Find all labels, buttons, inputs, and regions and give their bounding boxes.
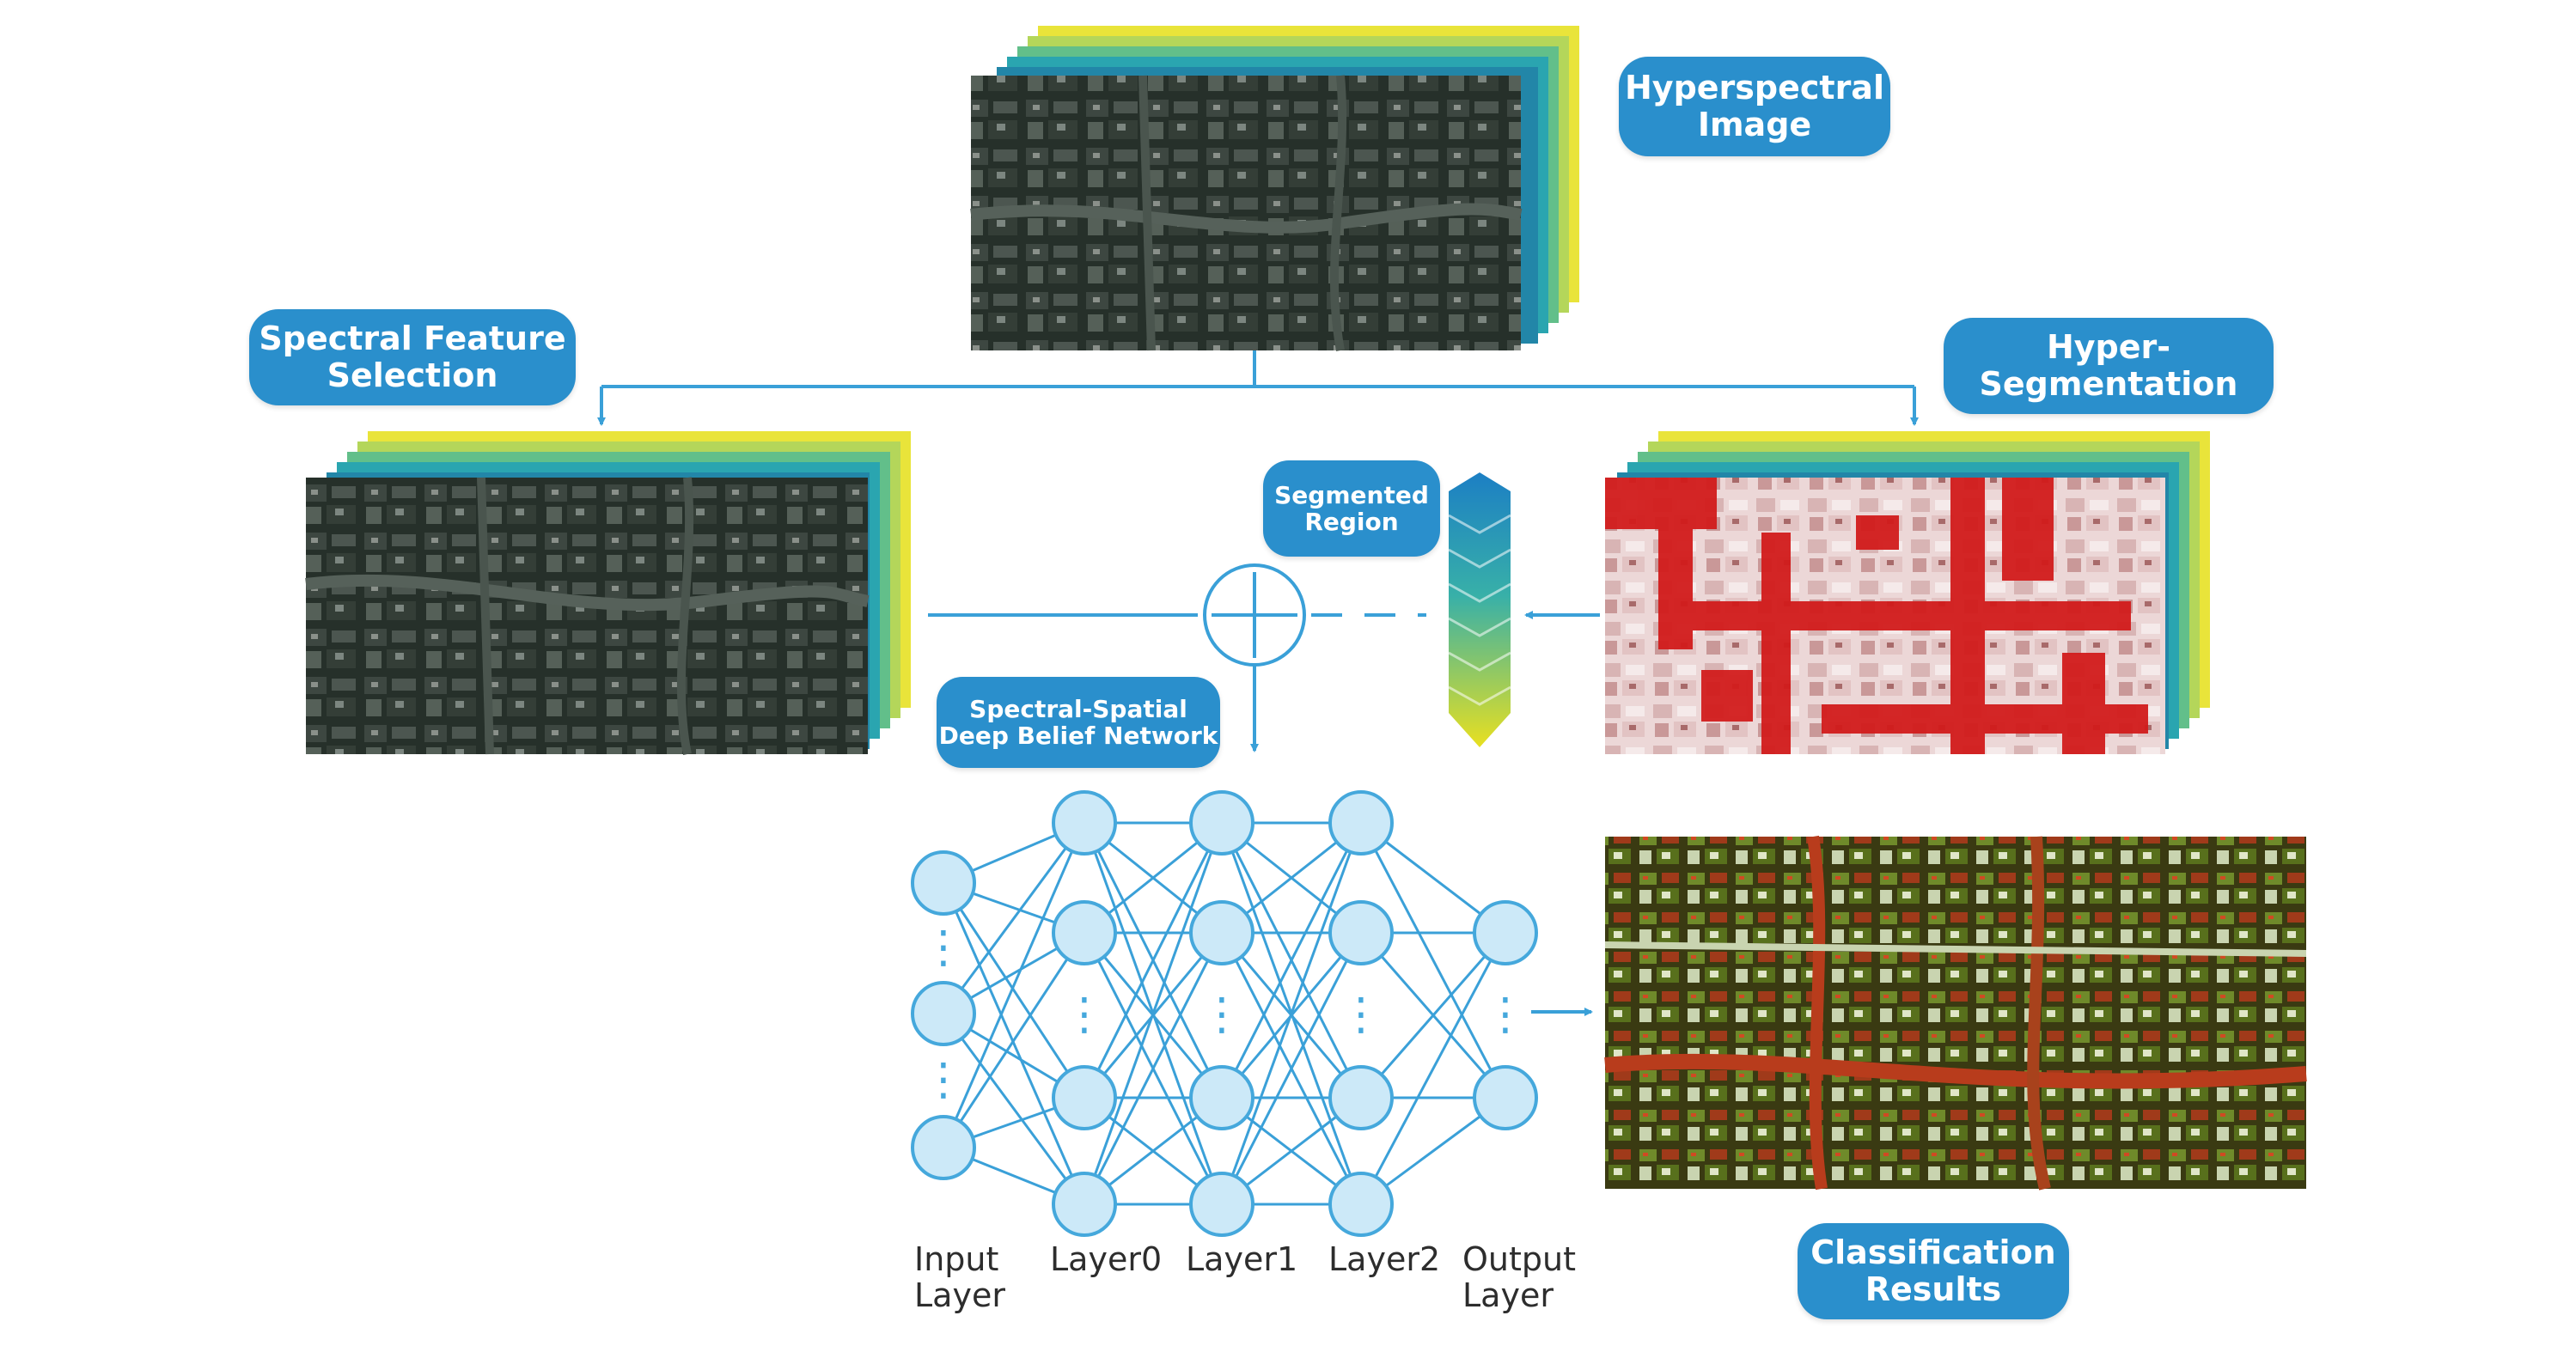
network-ellipsis: ⋮ (1483, 989, 1528, 1040)
segmented-region-label: Segmented Region (1263, 460, 1440, 557)
network-node (911, 850, 976, 916)
network-node (1189, 1172, 1254, 1237)
network-node (1328, 1065, 1394, 1130)
layer2-label: Layer2 (1328, 1240, 1441, 1278)
network-edge (1359, 932, 1507, 1205)
hyper-segmentation-image-stack (1605, 431, 2210, 754)
network-edge (1083, 932, 1224, 1205)
network-edge (942, 882, 1086, 1205)
network-ellipsis: ⋮ (1199, 989, 1244, 1040)
segmented-region-arrow-icon (1448, 472, 1511, 747)
network-edge (942, 882, 1086, 1099)
hyperspectral-image-stack (970, 26, 1579, 351)
classification-results-image (1604, 835, 2307, 1191)
network-node (1328, 790, 1394, 856)
network-node (1052, 790, 1117, 856)
output-layer-label: Output Layer (1462, 1240, 1576, 1314)
connector-lines (597, 350, 1919, 1016)
network-ellipsis: ⋮ (1339, 989, 1383, 1040)
network-node (1052, 900, 1117, 965)
network-edge (942, 1013, 1086, 1205)
network-ellipsis: ⋮ (921, 1054, 966, 1105)
plus-circle-icon (1203, 563, 1306, 667)
spectral-feature-image (306, 478, 868, 754)
network-edge (1083, 822, 1224, 1205)
network-nodes (911, 790, 1538, 1237)
network-node (1328, 1172, 1394, 1237)
network-ellipsis: ⋮ (1062, 989, 1107, 1040)
network-node (911, 1115, 976, 1180)
network-node (1473, 1065, 1538, 1130)
layer0-label: Layer0 (1050, 1240, 1163, 1278)
network-edge (942, 822, 1086, 1014)
network-edge (1220, 822, 1363, 1099)
spectral-feature-selection-label: Spectral Feature Selection (249, 309, 576, 405)
network-edge (1083, 822, 1224, 1099)
input-layer-label: Input Layer (914, 1240, 1005, 1314)
network-node (1189, 790, 1254, 856)
network-node (1189, 900, 1254, 965)
deep-belief-network-label: Spectral-Spatial Deep Belief Network (937, 677, 1220, 768)
hyper-segmentation-label: Hyper- Segmentation (1944, 318, 2274, 414)
network-node (911, 981, 976, 1046)
network-node (1052, 1172, 1117, 1237)
network-edge (1220, 822, 1363, 1205)
classification-results-label: Classification Results (1798, 1223, 2069, 1319)
network-ellipsis: ⋮ (921, 922, 966, 973)
network-edge (1220, 932, 1363, 1205)
network-node (1473, 900, 1538, 965)
network-edge (1359, 932, 1507, 1099)
network-node (1052, 1065, 1117, 1130)
network-edge (1359, 822, 1507, 1099)
network-edge (942, 932, 1086, 1148)
network-node (1328, 900, 1394, 965)
network-edge (942, 822, 1086, 1148)
spectral-feature-image-stack (305, 431, 911, 755)
hyperspectral-image-label: Hyperspectral Image (1619, 57, 1890, 156)
layer1-label: Layer1 (1186, 1240, 1298, 1278)
network-node (1189, 1065, 1254, 1130)
network-ellipses: ⋮ ⋮ ⋮ ⋮ ⋮ ⋮ (921, 922, 1528, 1105)
